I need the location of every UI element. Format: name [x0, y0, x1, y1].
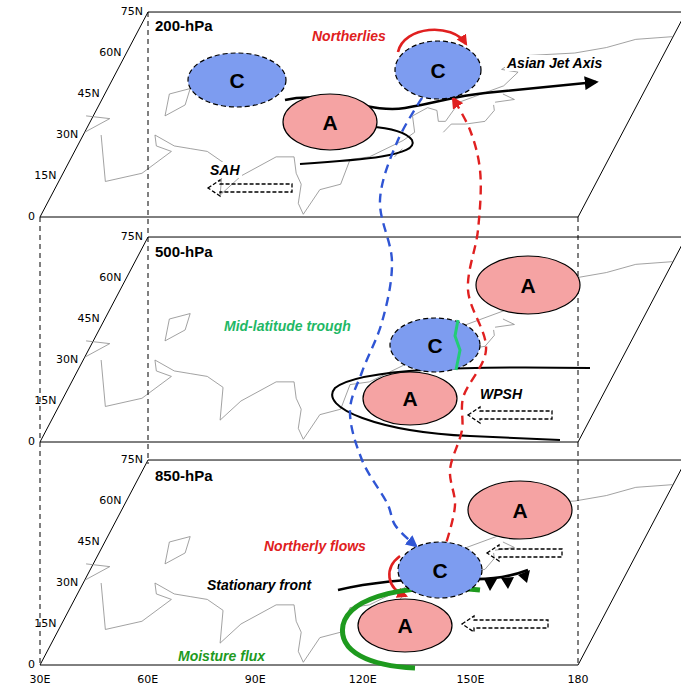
- coastline: [165, 314, 190, 341]
- latitude-label: 75N: [121, 454, 143, 467]
- cyclone-ellipse: C: [187, 52, 287, 108]
- pressure-system-letter: A: [520, 275, 535, 296]
- latitude-label: 45N: [78, 88, 100, 101]
- annotation-label: Moisture flux: [176, 648, 267, 664]
- pressure-system-letter: C: [427, 335, 442, 356]
- anticyclone-ellipse: A: [475, 255, 581, 315]
- level-label: 850-hPa: [155, 467, 213, 484]
- map-frame: [40, 12, 681, 217]
- level-guide: [148, 12, 149, 464]
- annotation-label: Northerlies: [310, 28, 388, 44]
- map-frame: [40, 460, 681, 665]
- moisture-flux-arc: [342, 588, 480, 668]
- pressure-system-letter: A: [512, 500, 527, 521]
- latitude-label: 30N: [56, 354, 78, 367]
- latitude-label: 60N: [99, 47, 121, 60]
- longitude-label: 150E: [456, 674, 484, 687]
- front-triangles: [484, 570, 530, 591]
- latitude-label: 0: [28, 436, 35, 449]
- coastline: [495, 319, 514, 327]
- pressure-system-letter: C: [430, 60, 445, 81]
- latitude-label: 45N: [78, 313, 100, 326]
- pressure-system-letter: A: [402, 388, 417, 409]
- coastline: [495, 94, 514, 102]
- longitude-label: 90E: [245, 674, 266, 687]
- latitude-label: 30N: [56, 129, 78, 142]
- coastline: [101, 262, 673, 440]
- anticyclone-ellipse: A: [467, 480, 573, 540]
- latitude-label: 0: [28, 659, 35, 672]
- longitude-label: 60E: [137, 674, 158, 687]
- cyclone-ellipse: C: [389, 317, 481, 373]
- coastline: [165, 89, 190, 116]
- cyclone-ellipse: C: [397, 541, 483, 599]
- level-label: 200-hPa: [155, 17, 213, 34]
- cyclone-ellipse: C: [394, 40, 482, 100]
- coastline: [85, 341, 110, 357]
- annotation-label: Northerly flows: [262, 538, 368, 554]
- pressure-system-letter: C: [229, 70, 244, 91]
- latitude-label: 60N: [99, 495, 121, 508]
- hollow-arrow: [208, 180, 292, 196]
- longitude-label: 30E: [30, 674, 51, 687]
- anticyclone-ellipse: A: [362, 371, 458, 426]
- latitude-label: 15N: [34, 618, 56, 631]
- latitude-label: 75N: [121, 231, 143, 244]
- map-frame: [40, 237, 681, 442]
- anticyclone-ellipse: A: [282, 93, 378, 151]
- hollow-arrow: [462, 616, 548, 632]
- longitude-label: 120E: [349, 674, 377, 687]
- coastline: [165, 537, 190, 564]
- coastline: [101, 485, 673, 663]
- pressure-system-letter: C: [432, 560, 447, 581]
- level-label: 500-hPa: [155, 243, 213, 260]
- annotation-label: WPSH: [478, 386, 524, 402]
- vertical-motion-path: [447, 98, 486, 541]
- annotation-label: Stationary front: [205, 577, 313, 593]
- latitude-label: 75N: [121, 6, 143, 19]
- latitude-label: 15N: [34, 395, 56, 408]
- longitude-label: 180: [568, 674, 589, 687]
- hollow-arrow: [487, 545, 562, 561]
- coastline: [85, 116, 110, 132]
- annotation-label: SAH: [208, 162, 242, 178]
- latitude-label: 45N: [78, 536, 100, 549]
- anticyclone-ellipse: A: [357, 598, 453, 653]
- pressure-system-letter: A: [322, 112, 337, 133]
- coastline: [101, 37, 673, 215]
- annotation-label: Mid-latitude trough: [222, 318, 353, 334]
- latitude-label: 0: [28, 211, 35, 224]
- latitude-label: 15N: [34, 170, 56, 183]
- hollow-arrow: [468, 407, 552, 423]
- coastline: [85, 564, 110, 580]
- latitude-label: 30N: [56, 577, 78, 590]
- level-guide: [40, 217, 41, 665]
- annotation-label: Asian Jet Axis: [505, 55, 604, 71]
- pressure-system-letter: A: [397, 615, 412, 636]
- latitude-label: 60N: [99, 272, 121, 285]
